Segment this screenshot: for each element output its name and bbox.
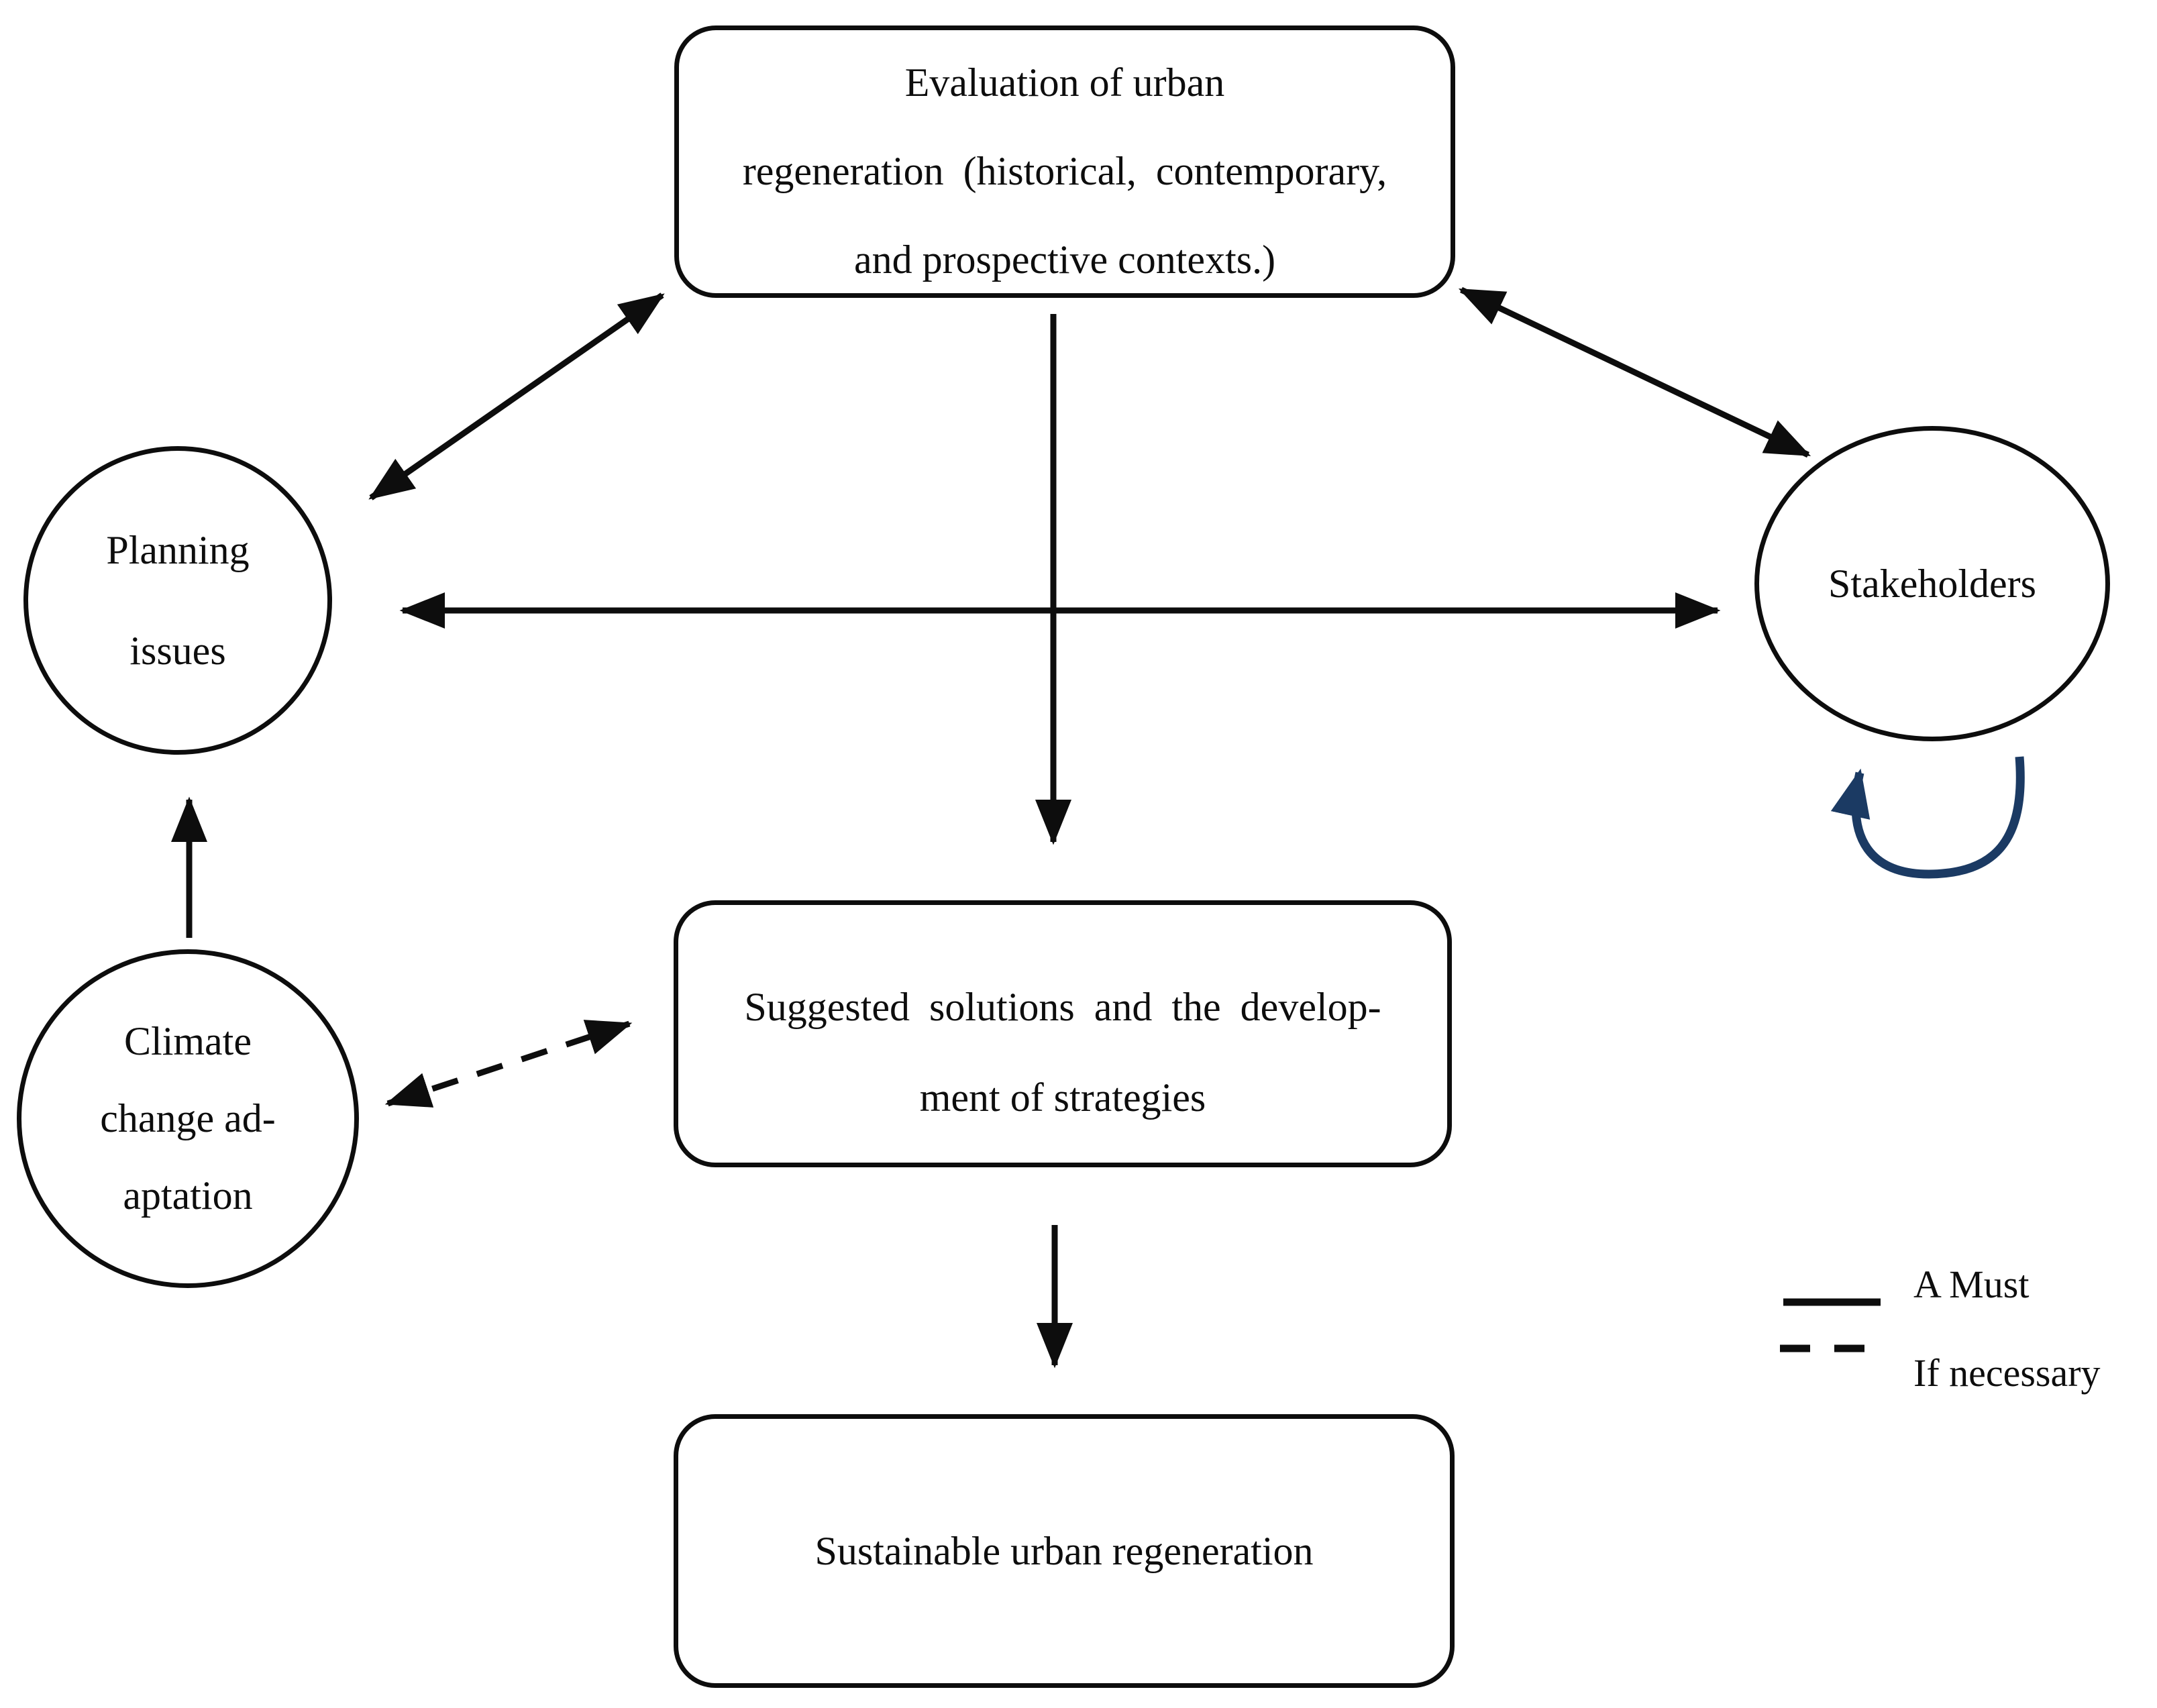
arrow-evaluation-stakeholders xyxy=(1458,286,1811,458)
suggested-solutions-box: Suggested solutions and the develop- men… xyxy=(674,900,1452,1167)
solutions-line-2: ment of strategies xyxy=(919,1075,1206,1120)
arrow-evaluation-planning xyxy=(368,292,665,500)
solutions-line-1: Suggested solutions and the develop- xyxy=(744,984,1381,1029)
climate-line-2: change ad- xyxy=(100,1096,276,1140)
legend-dashed-label: If necessary xyxy=(1913,1351,2101,1395)
sustainable-urban-regeneration-box: Sustainable urban regeneration xyxy=(674,1414,1455,1688)
climate-change-adaptation-circle: Climate change ad- aptation xyxy=(17,949,359,1288)
planning-line-2: issues xyxy=(129,629,226,673)
stakeholders-self-loop-arrow xyxy=(1830,756,2025,879)
planning-issues-circle: Planning issues xyxy=(23,446,332,755)
legend-solid-label: A Must xyxy=(1913,1263,2030,1306)
arrow-climate-solutions-dashed xyxy=(384,1020,633,1108)
evaluation-box: Evaluation of urban regeneration (histor… xyxy=(674,25,1455,298)
evaluation-line-3: and prospective contexts.) xyxy=(853,237,1276,282)
stakeholders-label: Stakeholders xyxy=(1828,561,2036,606)
sustainable-label: Sustainable urban regeneration xyxy=(814,1528,1314,1573)
climate-line-1: Climate xyxy=(124,1019,252,1063)
climate-line-3: aptation xyxy=(123,1173,253,1218)
evaluation-line-1: Evaluation of urban xyxy=(904,60,1225,105)
stakeholders-circle: Stakeholders xyxy=(1754,426,2110,741)
evaluation-line-2: regeneration (historical, contemporary, xyxy=(742,149,1387,193)
planning-line-1: Planning xyxy=(106,528,250,572)
